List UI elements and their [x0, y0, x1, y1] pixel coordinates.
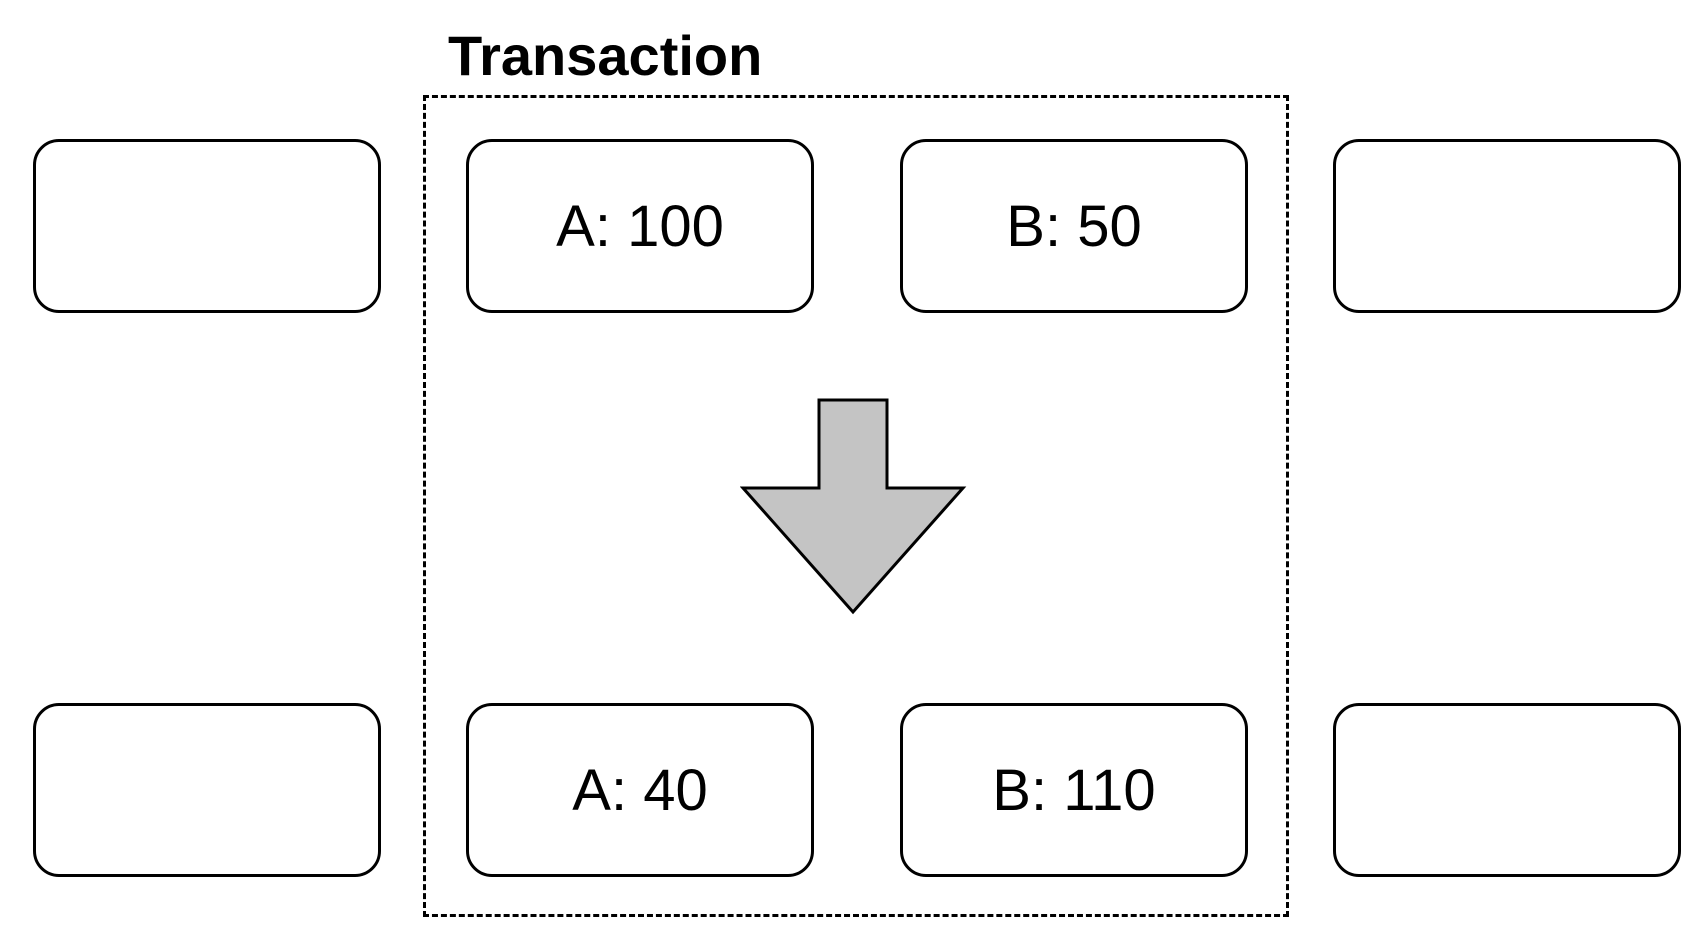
- down-arrow-shape: [740, 398, 967, 615]
- before-account-a-cell: A: 100: [466, 139, 814, 313]
- down-arrow-icon: [740, 398, 967, 615]
- after-account-b-cell: B: 110: [900, 703, 1248, 877]
- after-account-a-cell: A: 40: [466, 703, 814, 877]
- before-account-b-cell: B: 50: [900, 139, 1248, 313]
- after-right-empty-cell: [1333, 703, 1681, 877]
- after-left-empty-cell: [33, 703, 381, 877]
- transaction-boundary: [423, 95, 1289, 917]
- before-right-empty-cell: [1333, 139, 1681, 313]
- before-left-empty-cell: [33, 139, 381, 313]
- transaction-title: Transaction: [448, 24, 763, 87]
